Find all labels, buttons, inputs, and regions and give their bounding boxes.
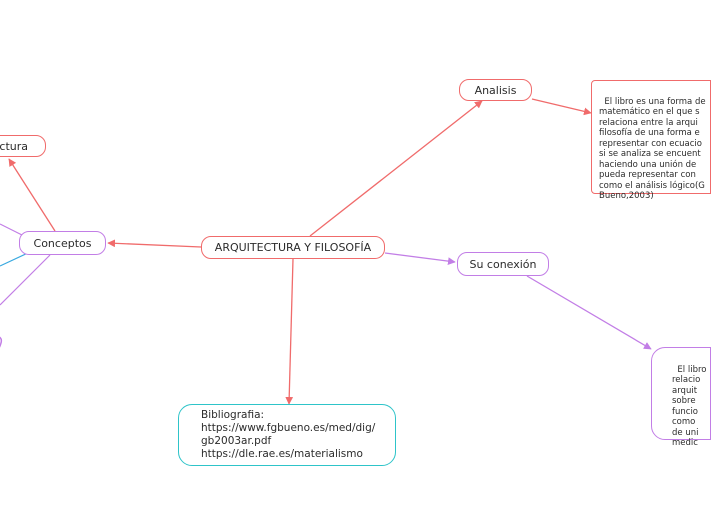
edge-analysis-note [531,98,592,116]
concepts-label: Conceptos [33,236,92,250]
edge-concepts-architecture [8,158,56,232]
analysis-note-text: El libro es una forma de matemático en e… [599,96,706,202]
offscreen-node-edge [0,336,3,348]
edge-main-concepts [107,239,202,248]
connection-note[interactable]: El libro relacio arquit sobre funcio com… [651,347,711,448]
bibliography-text: Bibliografia: https://www.fgbueno.es/med… [201,409,376,460]
main-topic-label: ARQUITECTURA Y FILOSOFÍA [214,241,372,254]
edge-concepts-offscreen-3 [0,254,51,306]
edge-main-connection [384,252,456,265]
bibliography-node[interactable]: Bibliografia: https://www.fgbueno.es/med… [178,404,396,466]
analysis-note[interactable]: El libro es una forma de matemático en e… [591,80,711,201]
main-topic-node[interactable]: ARQUITECTURA Y FILOSOFÍA [201,236,385,259]
connection-label: Su conexión [469,257,537,271]
architecture-label: ectura [0,139,28,153]
concepts-node[interactable]: Conceptos [19,231,106,255]
connection-note-text: El libro relacio arquit sobre funcio com… [672,364,707,449]
edge-main-bibliography [285,258,294,405]
analysis-node[interactable]: Analisis [459,79,532,101]
analysis-label: Analisis [474,83,517,97]
edge-main-analysis [309,100,483,237]
architecture-node[interactable]: ectura [0,135,46,157]
edge-connection-note [526,275,652,350]
connection-node[interactable]: Su conexión [457,252,549,276]
